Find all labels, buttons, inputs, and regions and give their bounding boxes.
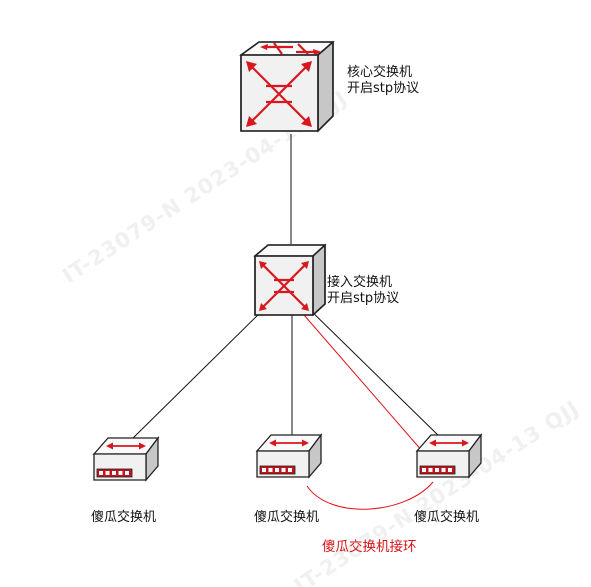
- core-switch-label-line1: 核心交换机: [347, 65, 413, 80]
- port: [125, 471, 129, 475]
- port: [105, 471, 110, 475]
- dumb-switch-right-icon[interactable]: [415, 433, 483, 479]
- access-switch-label-line1: 接入交换机: [327, 275, 393, 290]
- dumb-switch-left-icon[interactable]: [92, 436, 160, 482]
- arrow-head-left: [269, 439, 276, 447]
- port: [288, 468, 292, 472]
- port: [281, 468, 286, 472]
- loop-link-access-dumb-right: [303, 314, 424, 453]
- port: [118, 471, 123, 475]
- core-switch-icon[interactable]: [238, 38, 336, 136]
- access-switch-label-line2: 开启stp协议: [327, 291, 400, 306]
- dumb-switch-right-label: 傻瓜交换机: [414, 510, 480, 525]
- arrow-head-left: [106, 442, 113, 450]
- core-face-arrows: [246, 61, 312, 127]
- core-top-arrows: [260, 42, 322, 55]
- switch-loop-label: 傻瓜交换机接环: [322, 539, 417, 555]
- arrow-head-left: [429, 439, 436, 447]
- access-switch-label: 接入交换机 开启stp协议: [327, 275, 399, 307]
- access-face-arrows: [259, 261, 309, 311]
- loop-link-dumb-mid-dumb-right: [306, 481, 434, 510]
- access-switch-icon[interactable]: [252, 242, 328, 318]
- port: [428, 468, 433, 472]
- port: [422, 468, 426, 472]
- port: [99, 471, 103, 475]
- port: [275, 468, 279, 472]
- port: [262, 468, 266, 472]
- link-access-dumb-left: [129, 304, 269, 442]
- arrow-head-right: [302, 439, 309, 447]
- core-switch-label: 核心交换机 开启stp协议: [347, 65, 419, 97]
- port: [435, 468, 439, 472]
- arrow-head-right: [462, 439, 469, 447]
- port: [112, 471, 116, 475]
- dumb-switch-mid-label: 傻瓜交换机: [254, 510, 320, 525]
- port: [448, 468, 452, 472]
- dumb-switch-mid-icon[interactable]: [255, 433, 323, 479]
- core-switch-label-line2: 开启stp协议: [347, 81, 420, 96]
- dumb-switch-left-label: 傻瓜交换机: [91, 510, 157, 525]
- link-access-dumb-right: [303, 303, 444, 441]
- arrow-head-right: [139, 442, 146, 450]
- port: [441, 468, 446, 472]
- port: [268, 468, 273, 472]
